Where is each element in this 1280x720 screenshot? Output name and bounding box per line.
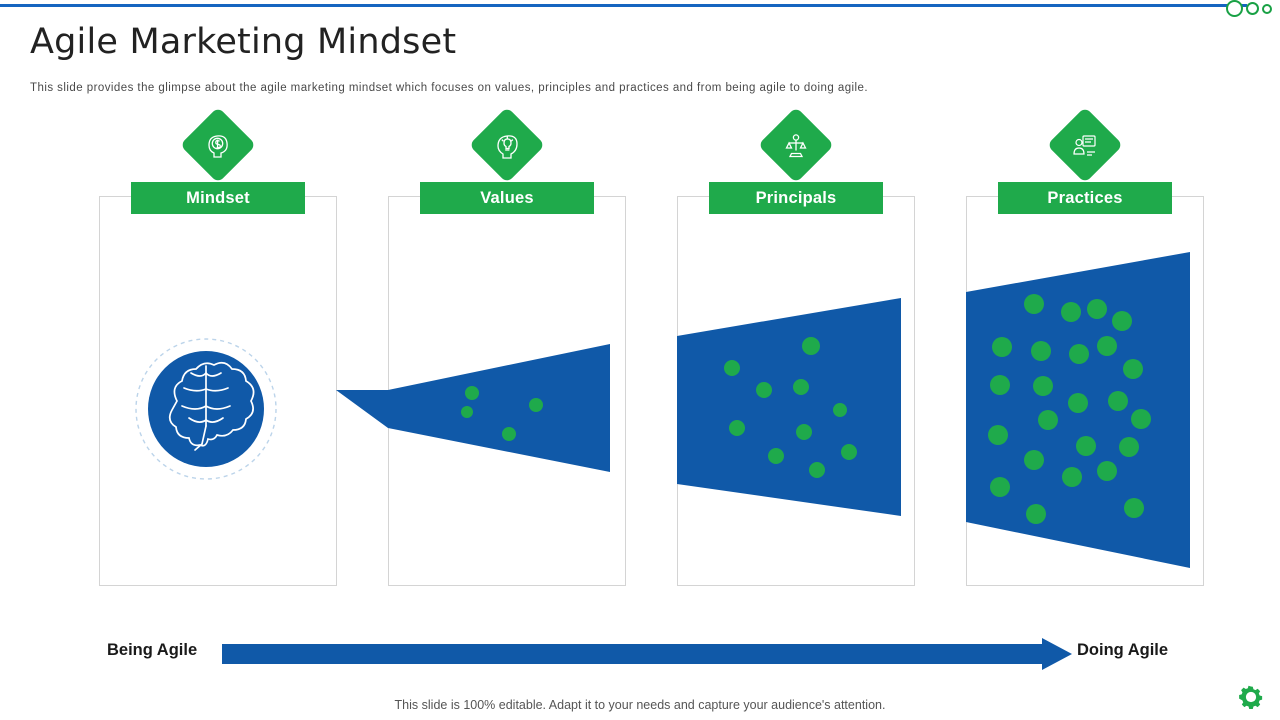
dot-cluster [461,386,543,441]
practices-icon-badge [1046,106,1124,184]
values-icon-badge [468,106,546,184]
circle-outline-icon [1262,3,1272,14]
funnel-shape [966,252,1190,568]
top-decor-circles [1226,0,1272,17]
person-scale-icon [769,118,823,172]
dot-cluster [988,294,1151,524]
column-label-practices: Practices [998,182,1172,214]
page-title: Agile Marketing Mindset [30,22,457,62]
person-board-icon [1058,118,1112,172]
brain-circle-graphic [135,338,277,480]
mindset-graphic [99,196,335,584]
funnel-shape [677,298,901,516]
top-rule [0,4,1247,7]
column-label-principals: Principals [709,182,883,214]
mindset-icon-badge [179,106,257,184]
column-label-values: Values [420,182,594,214]
values-graphic [336,196,624,584]
column-label-mindset: Mindset [131,182,305,214]
gear-icon [1239,685,1263,710]
principals-icon-badge [757,106,835,184]
progress-left-label: Being Agile [107,641,198,659]
circle-outline-icon [1226,0,1243,17]
practices-graphic [966,196,1202,584]
progress-right-label: Doing Agile [1077,641,1169,659]
funnel-shape [336,344,610,472]
progress-arrow [222,638,1072,670]
dot-cluster [724,337,857,478]
bulb-head-icon [480,118,534,172]
footer-note: This slide is 100% editable. Adapt it to… [394,698,886,712]
principals-graphic [677,196,913,584]
page-subtitle: This slide provides the glimpse about th… [30,82,869,94]
circle-outline-icon [1246,2,1259,15]
money-head-icon [191,118,245,172]
